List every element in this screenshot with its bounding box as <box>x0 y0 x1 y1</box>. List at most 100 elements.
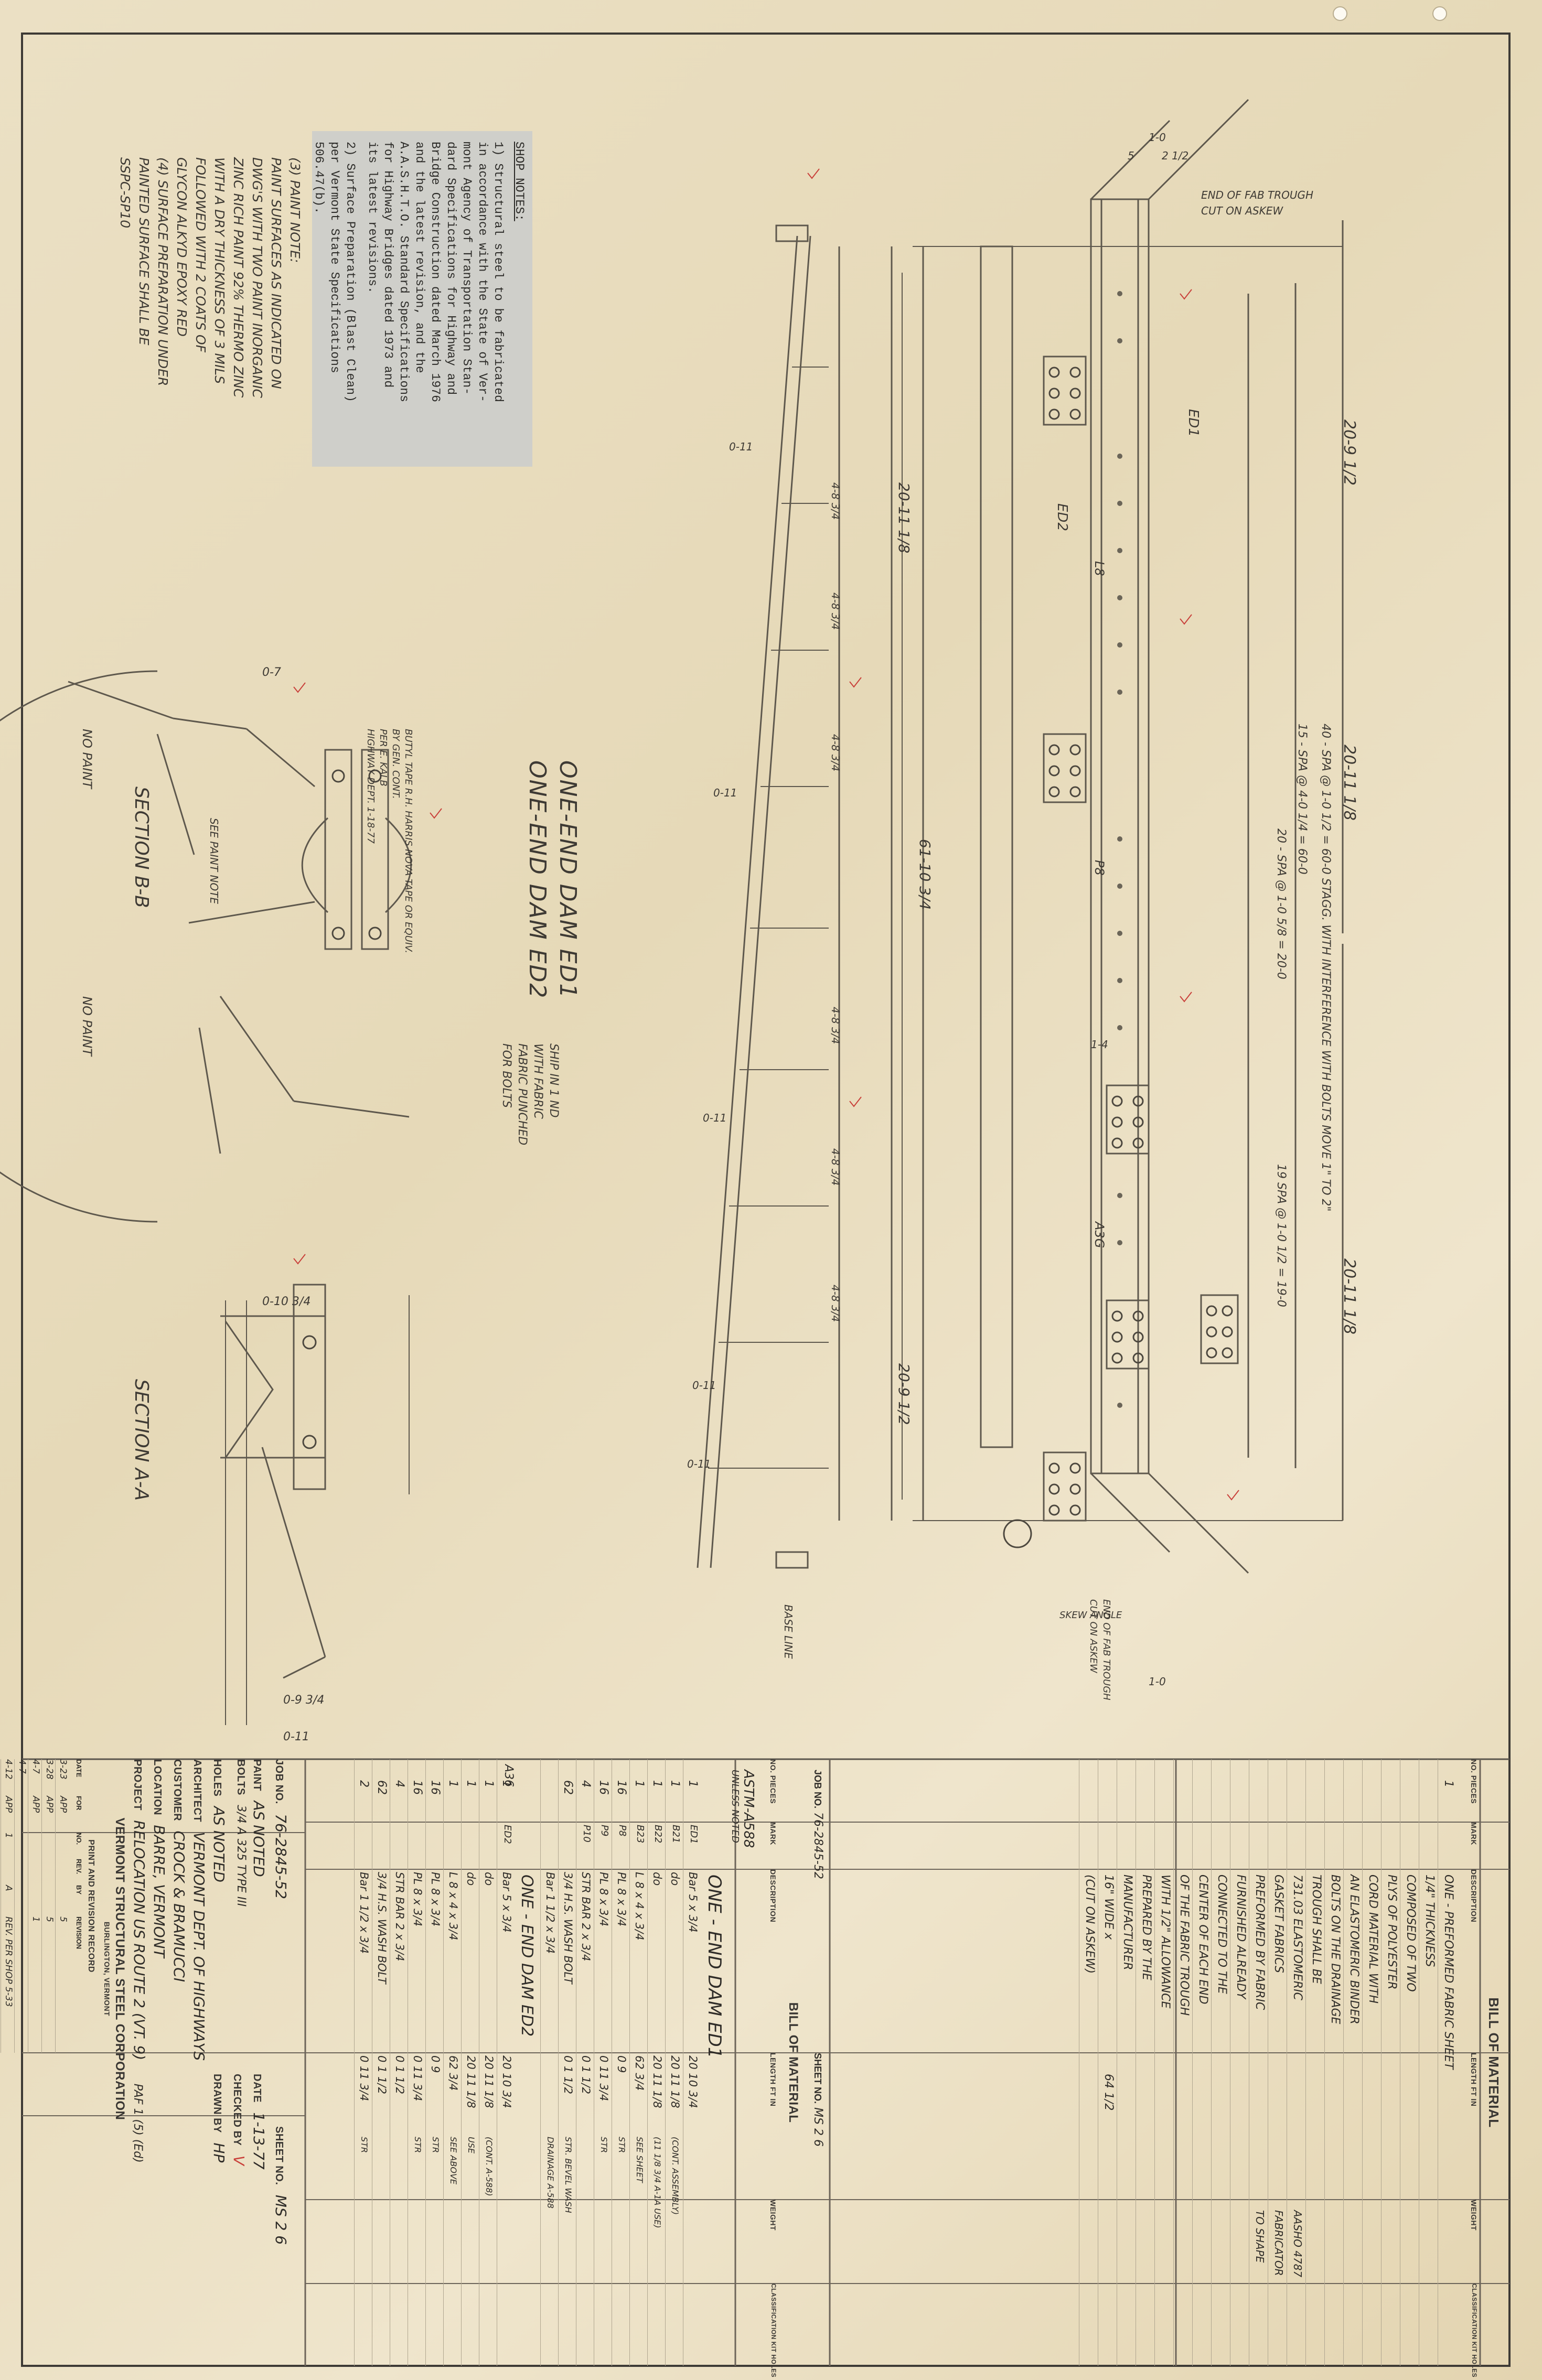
dim-label: 1-4 <box>1091 1038 1108 1051</box>
tb-job-label: JOB NO. <box>273 1759 285 1804</box>
bom-bottom-desc: Bar 1 1/2 x 3/4 <box>358 1872 370 1954</box>
bom-top-col-pieces: NO. PIECES <box>1470 1759 1478 1804</box>
revision-text: REV. PER SHOP 5-33 <box>3 1916 14 2007</box>
bom-spec-note: UNLESS NOTED <box>730 1770 741 1843</box>
mark-ed1: ED1 <box>1185 409 1201 437</box>
left-dim-a: 20-11 1/8 <box>895 482 913 554</box>
bom-bottom-mark: B22 <box>652 1825 663 1844</box>
see-paint-note-label: SEE PAINT NOTE <box>208 818 220 904</box>
bom-bottom-desc: do <box>483 1872 495 1886</box>
dim-label: 0-11 <box>703 1112 727 1124</box>
bom-top-col-weight: WEIGHT <box>1470 2200 1478 2231</box>
bom-bottom-desc: PL 8 x 3/4 <box>411 1872 424 1926</box>
bom-top-row: PLYS OF POLYESTER <box>1381 1759 1400 2366</box>
bom-bottom-length: 20 11 1/8 <box>465 2055 477 2108</box>
ship-note-line: SHIP IN 1 ND <box>547 1043 560 1118</box>
revision-text: 5 <box>44 1916 55 1922</box>
skew-angle-label: SKEW ANGLE <box>1059 1610 1122 1621</box>
bom-top-weight: TO SHAPE <box>1254 2210 1266 2263</box>
dim-label: 0-10 3/4 <box>262 1295 311 1308</box>
shop-notes-panel: SHOP NOTES: 1) Structural steel to be fa… <box>312 131 532 467</box>
tb-bolts-label: BOLTS <box>235 1759 247 1795</box>
tb-holes-label: HOLES <box>211 1759 223 1797</box>
tb-project-value: RELOCATION US ROUTE 2 (VT. 9) <box>131 1820 148 2061</box>
tb-sheet-label: SHEET NO. <box>273 2126 285 2185</box>
bom-top-desc: CORD MATERIAL WITH <box>1366 1875 1379 2004</box>
tb-paint: PAINT AS NOTED <box>250 1759 267 2053</box>
mark-l8: L8 <box>1092 561 1107 576</box>
bom-bottom-note: (CONT. A-588) <box>484 2137 494 2196</box>
tb-date-value: 1-13-77 <box>250 2112 267 2170</box>
bom-bottom-note: DRAINAGE A-588 <box>545 2137 555 2209</box>
bom-top-desc: WITH 1/2" ALLOWANCE <box>1159 1875 1172 2009</box>
revision-for: APP <box>44 1796 55 1813</box>
left-dim-b: 61-10 3/4 <box>916 839 934 910</box>
bom-top-desc: CENTER OF EACH END <box>1196 1875 1209 2005</box>
bom-bottom-length: 20 10 3/4 <box>500 2055 513 2108</box>
bom-bottom-length: 20 11 1/8 <box>483 2055 495 2108</box>
bom-top-row: CENTER OF EACH END <box>1192 1759 1212 2366</box>
bom-job-label-text: JOB NO. <box>812 1770 823 1809</box>
tb-paint-label: PAINT <box>251 1759 263 1792</box>
tb-architect: ARCHITECT VERMONT DEPT. OF HIGHWAYS <box>190 1759 208 2366</box>
bom-bottom-desc: L 8 x 4 x 3/4 <box>633 1872 646 1941</box>
bom-bottom-note: STR <box>431 2137 441 2153</box>
bom-top-desc: OF THE FABRIC TROUGH <box>1177 1875 1191 2016</box>
bom-bottom-note: STR <box>599 2137 609 2153</box>
bom-bottom-desc: Bar 5 x 3/4 <box>500 1872 513 1933</box>
bom-bottom-desc: 3/4 H.S. WASH BOLT <box>562 1872 574 1984</box>
tb-holes-value: AS NOTED <box>210 1806 228 1883</box>
bom-top-header: BILL OF MATERIAL <box>1486 1997 1502 2128</box>
bom-top-col-class: CLASSIFICATION KIT HOLES <box>1471 2284 1478 2378</box>
tb-bolts: BOLTS 3/4 A 325 TYPE III <box>234 1759 248 2053</box>
bom-bottom-pieces: 1 <box>500 1780 513 1787</box>
bom-bottom-header: BILL OF MATERIAL <box>786 2002 800 2123</box>
bom-bottom-pieces: 2 <box>357 1780 370 1787</box>
bom-top-col-length: LENGTH FT IN <box>1470 2053 1478 2107</box>
bom-group2-title: ONE - END DAM ED2 <box>518 1875 536 2037</box>
mark-ed2: ED2 <box>1054 503 1070 531</box>
revision-col-header: FOR <box>75 1796 83 1811</box>
revision-date: 4-12 <box>3 1759 14 1780</box>
mark-p8: P8 <box>1092 860 1107 876</box>
bom-bottom-note: (CONT. ASSEMBLY) <box>670 2137 680 2215</box>
bom-bottom-desc: 3/4 H.S. WASH BOLT <box>376 1872 388 1984</box>
bom-bottom-col-weight: WEIGHT <box>769 2200 777 2231</box>
dim-label: 4-8 3/4 <box>829 1148 842 1186</box>
bom-bottom-desc: do <box>669 1872 681 1886</box>
bom-bottom-length: 0 9 <box>615 2055 628 2073</box>
bom-bottom-mark: ED1 <box>688 1825 699 1844</box>
base-line-label: BASE LINE <box>782 1604 795 1659</box>
bom-bottom-col-desc: DESCRIPTION <box>769 1869 777 1923</box>
bom-bottom-desc: Bar 5 x 3/4 <box>687 1872 699 1933</box>
bom-top-row: CONNECTED TO THE <box>1211 1759 1230 2366</box>
butyl-tape-line: BY GEN. CONT. <box>390 729 401 799</box>
ship-note-line: FABRIC PUNCHED <box>516 1043 529 1146</box>
bom-bottom-pieces: 1 <box>446 1780 459 1787</box>
bom-bottom-pieces: 16 <box>411 1780 424 1795</box>
bom-bottom-length: 0 1 1/2 <box>562 2055 574 2094</box>
dim-label: 2 1/2 <box>1162 149 1189 162</box>
section-aa-label: SECTION A-A <box>131 1379 152 1501</box>
tb-project: PROJECT RELOCATION US ROUTE 2 (VT. 9) PA… <box>131 1759 148 2366</box>
bom-top-desc: AN ELASTOMERIC BINDER <box>1347 1875 1361 2024</box>
bom-bottom-desc: PL 8 x 3/4 <box>429 1872 442 1926</box>
revision-for: APP <box>30 1796 41 1813</box>
bom-top-row: CORD MATERIAL WITH <box>1362 1759 1382 2366</box>
bom-bottom-length: 0 1 1/2 <box>580 2055 592 2094</box>
bom-top-row: OF THE FABRIC TROUGH <box>1173 1759 1193 2366</box>
drawing-linework <box>0 99 1344 1725</box>
bom-bottom-pieces: 4 <box>393 1780 406 1787</box>
bom-bottom-pieces: 1 <box>482 1780 495 1787</box>
bom-bottom-pieces: 1 <box>464 1780 477 1787</box>
bom-bottom-pieces: 62 <box>561 1780 574 1795</box>
bom-bottom-pieces: 16 <box>597 1780 610 1795</box>
dim-label: 4-8 3/4 <box>829 593 842 630</box>
bom-bottom-note: STR <box>359 2137 369 2153</box>
